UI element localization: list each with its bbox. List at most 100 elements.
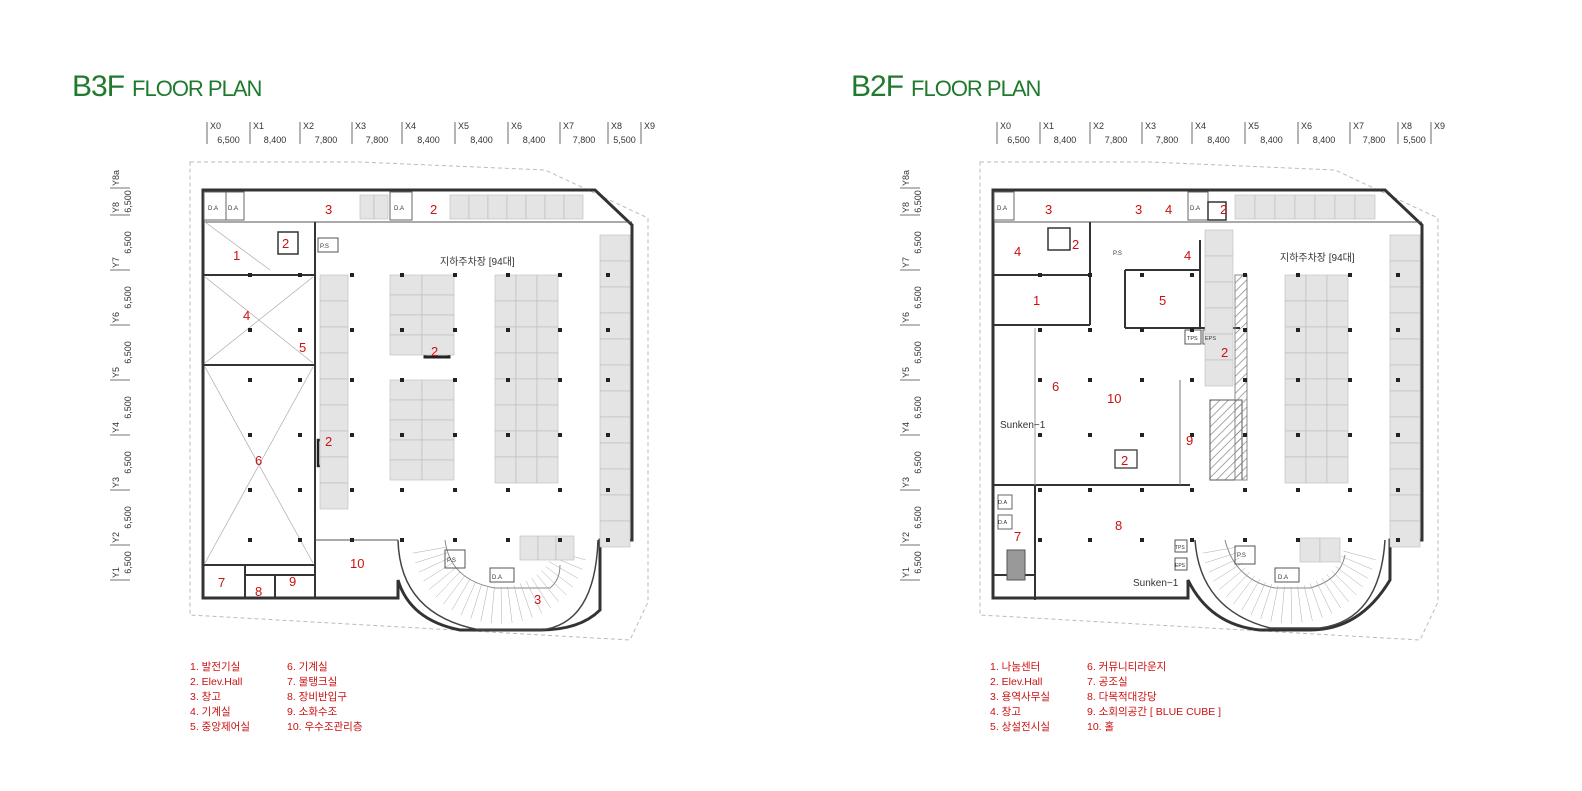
parking-bay <box>515 430 538 458</box>
parking-bay <box>421 419 455 441</box>
column <box>1396 433 1400 437</box>
parking-bay <box>515 404 538 432</box>
column <box>400 538 404 542</box>
room-number: 6 <box>255 453 262 468</box>
elevator-core <box>1047 227 1071 251</box>
dimension-label: 6,500 <box>913 190 923 213</box>
parking-bay <box>421 334 455 356</box>
parking-bay <box>1204 333 1234 361</box>
grid-label: Y4 <box>111 422 121 433</box>
parking-bay <box>599 442 631 470</box>
parking-bay <box>599 494 631 522</box>
column <box>1038 488 1042 492</box>
room-number: 7 <box>218 575 225 590</box>
column <box>400 328 404 332</box>
grid-label: Y8a <box>111 170 121 186</box>
eps-label: EPS <box>1175 563 1186 569</box>
stair-tread <box>470 584 482 619</box>
parking-bay <box>1326 274 1349 302</box>
parking-bay <box>389 379 423 401</box>
grid-label: Y5 <box>901 367 911 378</box>
legend-item: 8. 다목적대강당 <box>1087 691 1157 703</box>
column <box>1396 378 1400 382</box>
parking-bay <box>599 234 631 262</box>
column <box>1038 273 1042 277</box>
structural-columns <box>248 273 610 542</box>
stair-tread <box>435 571 461 598</box>
room-number: 2 <box>282 236 289 251</box>
column <box>1140 273 1144 277</box>
room-numbers: 1 2 2 2 2 3 3 4 4 4 5 6 7 8 9 10 <box>1014 202 1228 544</box>
parking-bay <box>536 274 559 302</box>
grid-label: Y3 <box>901 477 911 488</box>
room-number: 2 <box>430 202 437 217</box>
parking-bay <box>536 404 559 432</box>
column <box>453 488 457 492</box>
parking-bay <box>1234 194 1256 220</box>
eps-label: EPS <box>1205 336 1216 342</box>
column <box>606 433 610 437</box>
elevator-core <box>1114 449 1138 469</box>
stair-tread <box>1341 556 1373 570</box>
tps-shaft <box>1174 539 1188 553</box>
column <box>1140 378 1144 382</box>
parking-bay <box>1284 300 1307 328</box>
room-number: 3 <box>534 592 541 607</box>
ps-label: P.S <box>447 558 456 564</box>
legend-item: 6. 커뮤니티라운지 <box>1087 661 1167 673</box>
column <box>1348 378 1352 382</box>
parking-bay <box>515 274 538 302</box>
column <box>506 433 510 437</box>
parking-bay <box>449 194 470 220</box>
parking-bay <box>599 468 631 496</box>
grid-label: Y2 <box>111 532 121 543</box>
parking-bay <box>1389 312 1421 340</box>
ps-shaft <box>1234 545 1256 565</box>
dimension-label: 8,400 <box>1260 135 1283 145</box>
dimension-label: 5,500 <box>1403 135 1426 145</box>
parking-bay <box>1284 456 1307 484</box>
site-boundary <box>979 161 1439 641</box>
stair-tread <box>451 579 471 611</box>
da-room <box>225 191 245 221</box>
parking-bay <box>1326 378 1349 406</box>
stair-tread <box>1213 562 1243 582</box>
parking-bay <box>536 326 559 354</box>
grid-label: X1 <box>1043 121 1054 131</box>
parking-bay <box>525 194 546 220</box>
column <box>1243 378 1247 382</box>
stair-tread <box>418 557 450 573</box>
parking-bay <box>494 456 517 484</box>
column <box>248 433 252 437</box>
parking-bay <box>1314 194 1336 220</box>
da-label: D.A <box>394 206 404 212</box>
room-number: 4 <box>1014 244 1021 259</box>
room-number: 8 <box>1115 518 1122 533</box>
legend-item: 1. 나눔센터 <box>990 661 1041 673</box>
parking-bay <box>1334 194 1356 220</box>
legend-item: 7. 공조실 <box>1087 676 1128 688</box>
da-room <box>389 191 413 221</box>
stair-tread <box>548 561 579 579</box>
parking-bay <box>319 482 349 510</box>
column <box>1396 538 1400 542</box>
column <box>400 273 404 277</box>
parking-bay <box>389 439 423 461</box>
parking-bay <box>599 286 631 314</box>
parking-bay <box>319 352 349 380</box>
parking-bay <box>319 274 349 302</box>
stair-tread <box>536 574 560 603</box>
parking-bay <box>599 312 631 340</box>
parking-bay <box>319 326 349 354</box>
column <box>1396 273 1400 277</box>
level-label: B2F <box>851 70 904 103</box>
grid-label: X8 <box>611 121 622 131</box>
stair-tread <box>1250 581 1266 616</box>
parking-bay <box>421 399 455 421</box>
grid-label: X4 <box>405 121 416 131</box>
grid-label: Y8 <box>111 202 121 213</box>
